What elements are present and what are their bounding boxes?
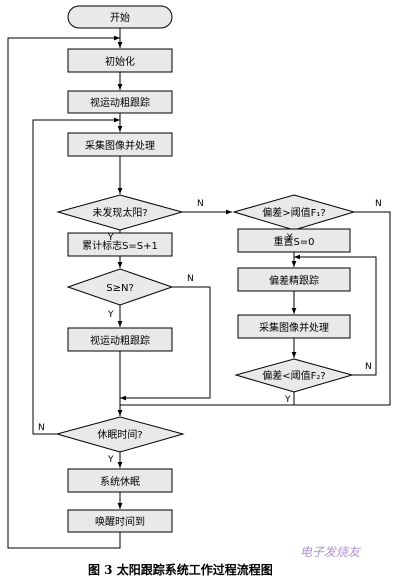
wake-box (67, 509, 173, 533)
capture-box (67, 132, 173, 157)
label-n-diamond3: N (187, 274, 194, 284)
figure-caption: 图 3 太阳跟踪系统工作过程流程图 (88, 562, 273, 577)
coarse-track-2-text: 视运动粗跟踪 (90, 334, 150, 347)
coarse-track-text: 视运动粗跟踪 (90, 96, 150, 109)
start-text: 开始 (110, 11, 130, 24)
sleep-time-text: 休眠时间? (97, 428, 142, 441)
reset-text: 重置S=0 (273, 235, 314, 248)
branch-labels: N Y N Y N Y N Y N Y (38, 199, 382, 465)
fine-track-text: 偏差精跟踪 (269, 274, 319, 287)
system-sleep-box (67, 468, 173, 493)
arrow-sleep-no-loop (32, 117, 120, 435)
system-sleep-text: 系统休眠 (100, 475, 140, 488)
label-y-diamond4: Y (284, 395, 291, 405)
fine-track-box (237, 267, 351, 292)
wake-text: 唤醒时间到 (95, 515, 145, 528)
counter-box (67, 232, 173, 257)
init-box (67, 48, 173, 73)
arrow-wake-loop (7, 35, 121, 549)
arrow-diamond3-no (120, 286, 211, 401)
label-y-sleep: Y (107, 455, 114, 465)
deviation-lt-text: 偏差<阈值F₂? (262, 369, 325, 382)
arrow-diamond4-no (294, 254, 377, 376)
reset-process-box (237, 228, 351, 253)
label-n-diamond2: N (375, 199, 382, 209)
start-terminal (67, 5, 173, 29)
deviation-gt-text: 偏差>阈值F₁? (262, 206, 325, 219)
s-ge-n-text: S≥N? (106, 283, 134, 294)
label-y-diamond1: Y (107, 233, 114, 243)
capture-2-box (237, 314, 351, 339)
deviation-lt-decision (234, 358, 354, 393)
capture-text: 采集图像并处理 (85, 139, 155, 152)
s-ge-n-decision (66, 268, 174, 306)
counter-text: 累计标志S=S+1 (82, 239, 158, 252)
coarse-track-box (67, 90, 173, 114)
coarse-track-2-box (67, 327, 173, 352)
label-n-diamond1: N (197, 199, 204, 209)
init-text: 初始化 (105, 55, 135, 68)
label-n-diamond4: N (365, 362, 372, 372)
label-y-diamond2: Y (286, 233, 293, 243)
watermark-logo: 电子发烧友 (300, 545, 362, 559)
arrow-diamond2-no (120, 211, 391, 406)
sun-not-found-decision (56, 194, 184, 231)
sleep-time-decision (55, 416, 185, 453)
label-n-sleep: N (38, 423, 45, 433)
label-y-diamond3: Y (107, 310, 114, 320)
nodes: 开始 初始化 视运动粗跟踪 采集图像并处理 未发现太阳? 累计标志S=S+1 S… (55, 5, 356, 533)
sun-not-found-text: 未发现太阳? (92, 206, 147, 219)
capture-2-text: 采集图像并处理 (259, 321, 329, 334)
